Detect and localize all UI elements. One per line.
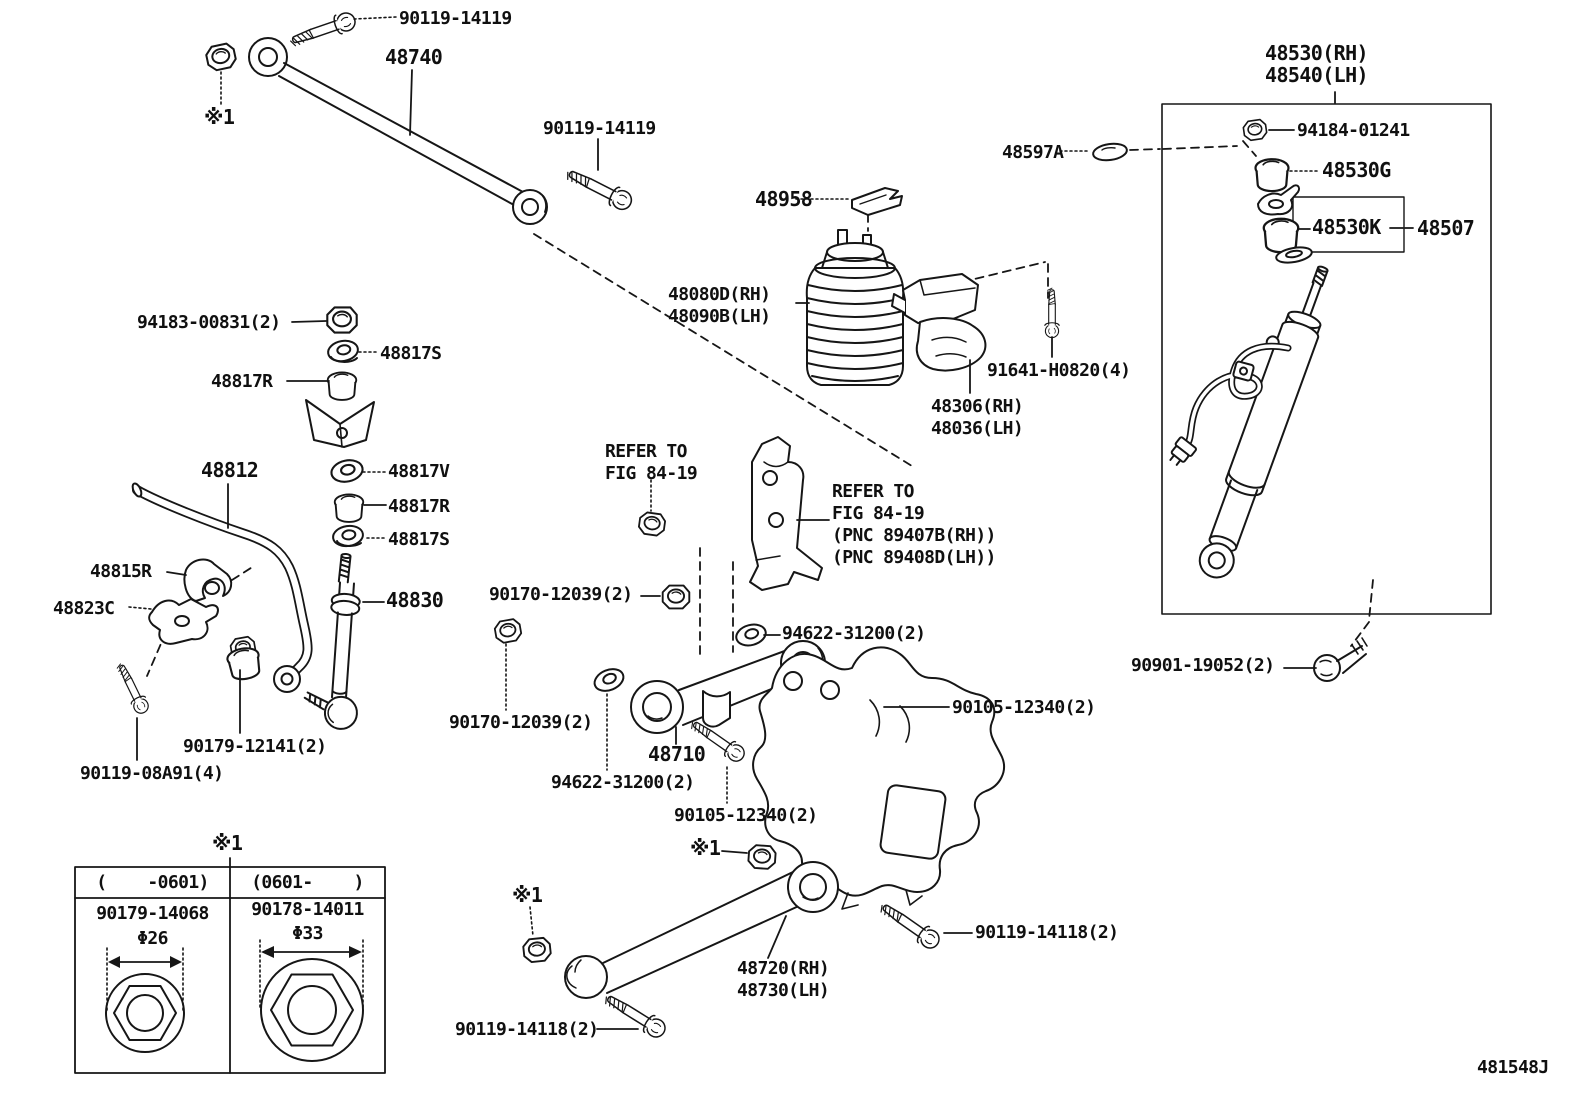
bolt-91641-H0820: [1044, 287, 1060, 339]
part-washer-48817S-a: [325, 337, 361, 365]
part-label-90119-08A91: 90119-08A91(4): [80, 763, 224, 784]
part-air-spring-48080D: [805, 229, 905, 386]
part-stabilizer-link-48830: [303, 552, 361, 730]
part-cushion-48530G: [1254, 158, 1290, 193]
note-refer-fig-b: REFER TO FIG 84-19 (PNC 89407B(RH)) (PNC…: [832, 481, 996, 568]
part-label-48817R-a: 48817R: [211, 371, 273, 392]
part-label-94622-31200-b: 94622-31200(2): [551, 772, 695, 793]
part-label-48530K: 48530K: [1312, 215, 1381, 239]
part-label-48817R-b: 48817R: [388, 496, 450, 517]
part-washer-48817S-b: [330, 523, 366, 549]
part-bushing-48815R: [183, 558, 233, 602]
table-note-ref-mark: ※1: [212, 831, 243, 855]
table-dia-1: Φ26: [137, 928, 168, 949]
drawing-number: 481548J: [1477, 1057, 1549, 1078]
part-label-48830: 48830: [386, 588, 444, 612]
nut-refer-fig: [637, 510, 667, 538]
shock-hose: [1169, 342, 1292, 466]
nut-ref1-b: [746, 843, 778, 871]
part-label-48958: 48958: [755, 187, 813, 211]
part-bracket-48823C: [148, 598, 219, 645]
part-cushion-48817R-a: [326, 371, 358, 401]
part-axle-carrier: [752, 646, 1005, 910]
bolt-90119-14118-a: [600, 987, 670, 1042]
part-label-90105-12340-b: 90105-12340(2): [952, 697, 1096, 718]
ref-mark-1-c: ※1: [512, 883, 543, 907]
part-shock-absorber: [1198, 265, 1329, 579]
table-header-period-2: (0601- ): [251, 872, 364, 893]
part-label-48740: 48740: [385, 45, 443, 69]
nut-90170-12039-b: [492, 617, 524, 645]
part-label-90119-14119-a: 90119-14119: [399, 8, 512, 29]
nut-94184-01241: [1241, 118, 1269, 142]
part-label-48815R: 48815R: [90, 561, 152, 582]
table-dia-2: Φ33: [292, 923, 323, 944]
part-label-48080D-48090B: 48080D(RH) 48090B(LH): [668, 284, 771, 327]
part-bracket-48817: [305, 399, 375, 448]
nut-94183-00831: [326, 306, 358, 334]
part-label-48817V: 48817V: [388, 461, 450, 482]
part-label-48817S-a: 48817S: [380, 343, 442, 364]
part-label-91641-H0820: 91641-H0820(4): [987, 360, 1131, 381]
part-label-90901-19052: 90901-19052(2): [1131, 655, 1275, 676]
nut-90170-12039-a: [661, 584, 691, 610]
part-bushing-90179-12141: [224, 635, 264, 683]
part-label-48597A: 48597A: [1002, 142, 1064, 163]
note-table: [74, 857, 386, 1074]
part-lateral-rod-48740: [248, 37, 548, 225]
table-part-1: 90179-14068: [96, 903, 209, 924]
note-refer-fig-a: REFER TO FIG 84-19: [605, 441, 698, 484]
part-washer-48597A: [1092, 142, 1128, 162]
part-label-48306-48036: 48306(RH) 48036(LH): [931, 396, 1024, 439]
part-label-90170-12039-a: 90170-12039(2): [489, 584, 633, 605]
bolt-90901-19052: [1313, 637, 1368, 682]
bolt-90119-14119-a: [286, 9, 359, 52]
part-label-90170-12039-b: 90170-12039(2): [449, 712, 593, 733]
part-label-94183-00831: 94183-00831(2): [137, 312, 281, 333]
nut-ref1-c: [521, 936, 553, 964]
part-bracket-fig84-19: [749, 436, 823, 591]
part-washer-94622-b: [732, 620, 770, 650]
part-stabilizer-bar-48812: [131, 482, 313, 693]
leader-lines: [128, 16, 1415, 1030]
part-label-94622-31200-a: 94622-31200(2): [782, 623, 926, 644]
part-label-90119-14118-b: 90119-14118(2): [455, 1019, 599, 1040]
part-label-48530-48540: 48530(RH) 48540(LH): [1265, 41, 1369, 87]
part-label-48823C: 48823C: [53, 598, 115, 619]
part-label-90119-14119-b: 90119-14119: [543, 118, 656, 139]
part-sensor-link-48958: [851, 187, 903, 216]
part-washer-48817V: [328, 456, 366, 486]
table-part-2: 90178-14011: [251, 899, 364, 920]
part-label-94184-01241: 94184-01241: [1297, 120, 1410, 141]
nut-ref1-a: [203, 41, 239, 73]
ref-mark-1-b: ※1: [690, 836, 721, 860]
part-label-48720-48730: 48720(RH) 48730(LH): [737, 958, 830, 1001]
part-label-48710: 48710: [648, 742, 706, 766]
part-cushion-48817R-b: [333, 493, 365, 523]
ref-mark-1-a: ※1: [204, 105, 235, 129]
part-label-48530G: 48530G: [1322, 158, 1391, 182]
part-label-48812: 48812: [201, 458, 259, 482]
part-label-48507: 48507: [1417, 216, 1475, 240]
part-lower-arm-48720: [564, 861, 839, 999]
part-label-90105-12340-a: 90105-12340(2): [674, 805, 818, 826]
bolt-90119-08A91: [112, 659, 152, 717]
part-retainer-48530: [1275, 246, 1313, 264]
bolt-90119-14119-b: [562, 162, 636, 215]
part-label-90119-14118-a: 90119-14118(2): [975, 922, 1119, 943]
part-label-48817S-b: 48817S: [388, 529, 450, 550]
part-label-90179-12141: 90179-12141(2): [183, 736, 327, 757]
part-washer-94622-a: [590, 664, 628, 696]
part-support-48530: [1257, 184, 1301, 216]
part-bumper-48306: [891, 273, 987, 372]
table-header-period-1: ( -0601): [96, 872, 209, 893]
